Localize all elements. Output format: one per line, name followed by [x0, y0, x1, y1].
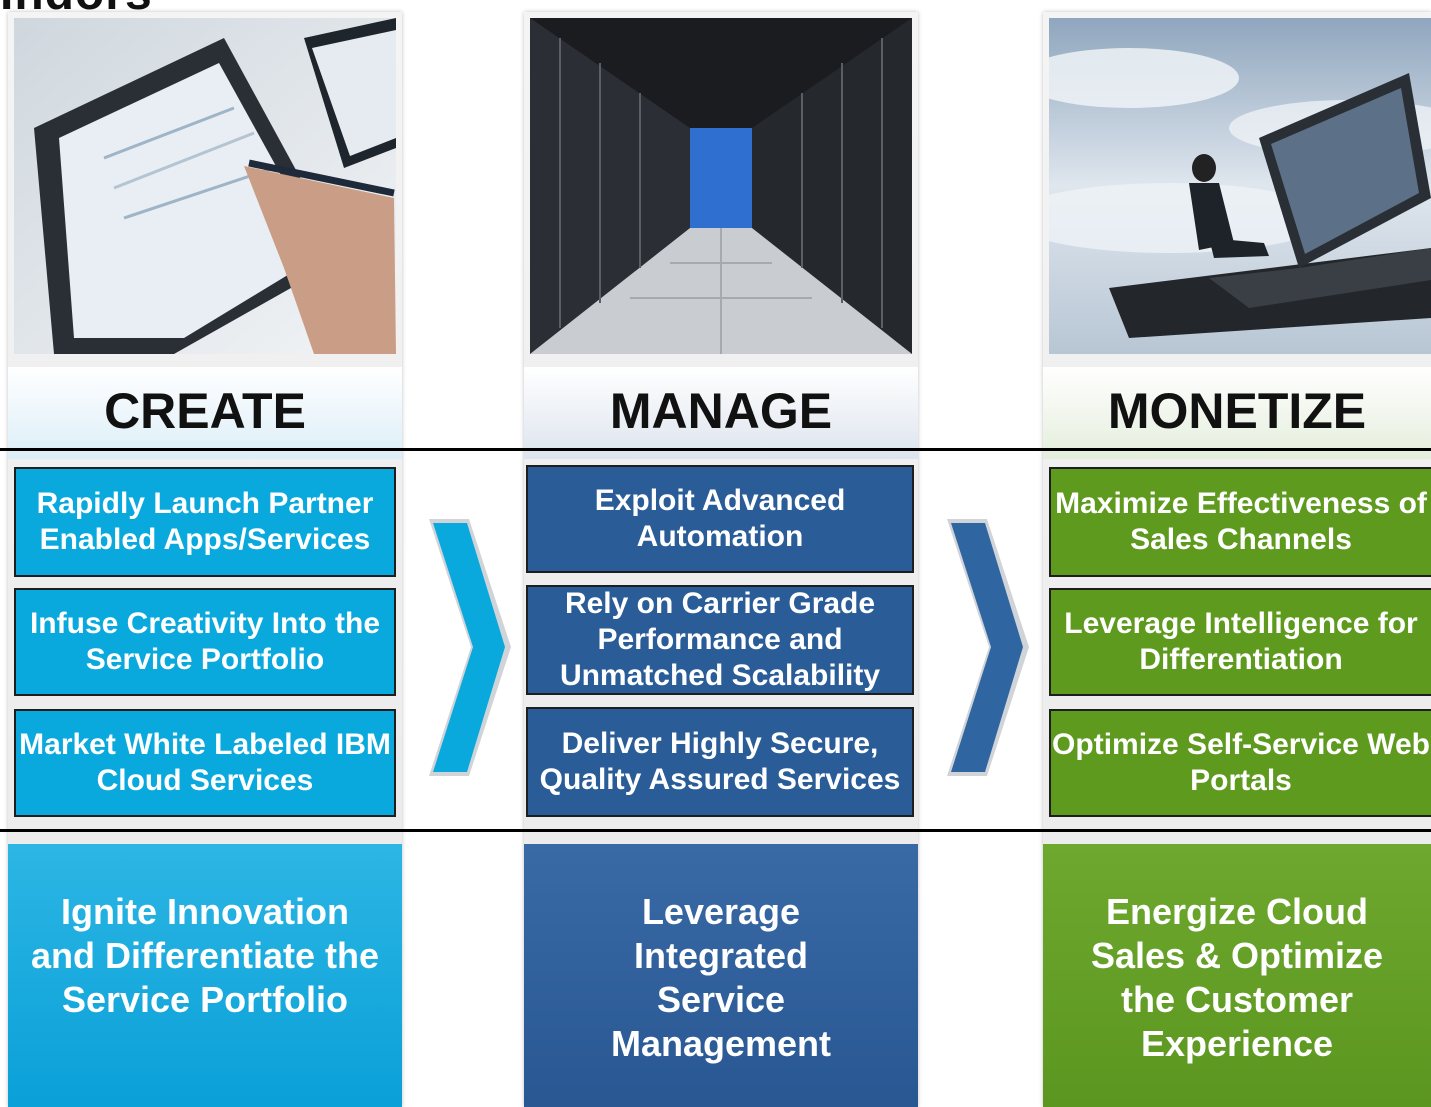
manage-box-3: Deliver Highly Secure, Quality Assured S… — [526, 707, 914, 817]
create-summary: Ignite Innovation and Differentiate the … — [8, 844, 402, 1107]
monetize-column: MONETIZE Maximize Effectiveness of Sales… — [1043, 12, 1431, 1107]
manage-heading-band — [524, 367, 918, 459]
monetize-box-2: Leverage Intelligence for Differentiatio… — [1049, 588, 1431, 696]
create-box-3: Market White Labeled IBM Cloud Services — [14, 709, 396, 817]
manage-summary: Leverage Integrated Service Management — [524, 844, 918, 1107]
monetize-summary: Energize Cloud Sales & Optimize the Cust… — [1043, 844, 1431, 1107]
create-box-2: Infuse Creativity Into the Service Portf… — [14, 588, 396, 696]
monetize-box-3: Optimize Self-Service Web Portals — [1049, 709, 1431, 817]
monetize-photo — [1049, 18, 1431, 354]
chevron-right-icon — [947, 519, 1029, 776]
monetize-box-1: Maximize Effectiveness of Sales Channels — [1049, 467, 1431, 577]
chevron-right-icon — [429, 519, 511, 776]
create-photo — [14, 18, 396, 354]
monetize-heading: MONETIZE — [1107, 383, 1367, 439]
manage-photo — [530, 18, 912, 354]
manage-column: MANAGE Exploit Advanced Automation Rely … — [524, 12, 918, 1107]
monetize-heading-band — [1043, 367, 1431, 459]
create-column: CREATE Rapidly Launch Partner Enabled Ap… — [8, 12, 402, 1107]
manage-box-2: Rely on Carrier Grade Performance and Un… — [526, 585, 914, 695]
create-box-1: Rapidly Launch Partner Enabled Apps/Serv… — [14, 467, 396, 577]
manage-heading: MANAGE — [609, 383, 833, 439]
top-divider-line — [0, 448, 1431, 451]
manage-box-1: Exploit Advanced Automation — [526, 465, 914, 573]
bottom-divider-line — [0, 829, 1431, 832]
create-heading-band — [8, 367, 402, 459]
create-heading: CREATE — [104, 383, 306, 439]
